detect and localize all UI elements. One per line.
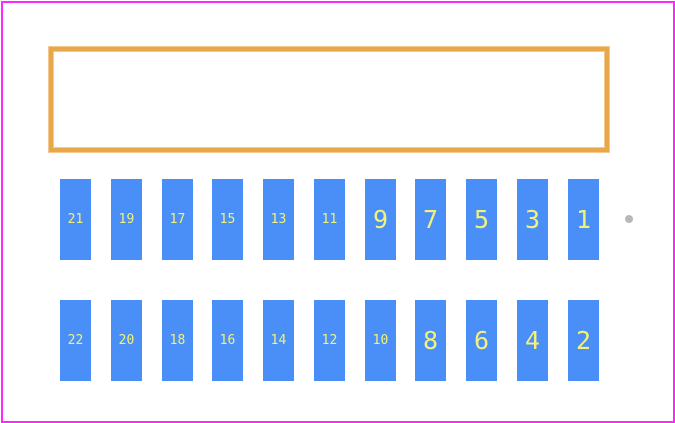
pad-15[interactable]: 15 [212, 179, 243, 260]
pad-22[interactable]: 22 [60, 300, 91, 381]
pad-12[interactable]: 12 [314, 300, 345, 381]
pad-6[interactable]: 6 [466, 300, 497, 381]
pad-16[interactable]: 16 [212, 300, 243, 381]
pad-2[interactable]: 2 [568, 300, 599, 381]
component-body-outline [49, 47, 609, 152]
pad-10[interactable]: 10 [365, 300, 396, 381]
pin1-marker-dot [625, 215, 633, 223]
pad-19[interactable]: 19 [111, 179, 142, 260]
pad-11[interactable]: 11 [314, 179, 345, 260]
pad-8[interactable]: 8 [415, 300, 446, 381]
pad-18[interactable]: 18 [162, 300, 193, 381]
pad-13[interactable]: 13 [263, 179, 294, 260]
pad-5[interactable]: 5 [466, 179, 497, 260]
pad-3[interactable]: 3 [517, 179, 548, 260]
pad-9[interactable]: 9 [365, 179, 396, 260]
pad-1[interactable]: 1 [568, 179, 599, 260]
pad-4[interactable]: 4 [517, 300, 548, 381]
pad-7[interactable]: 7 [415, 179, 446, 260]
pad-21[interactable]: 21 [60, 179, 91, 260]
pad-17[interactable]: 17 [162, 179, 193, 260]
pad-14[interactable]: 14 [263, 300, 294, 381]
pad-20[interactable]: 20 [111, 300, 142, 381]
